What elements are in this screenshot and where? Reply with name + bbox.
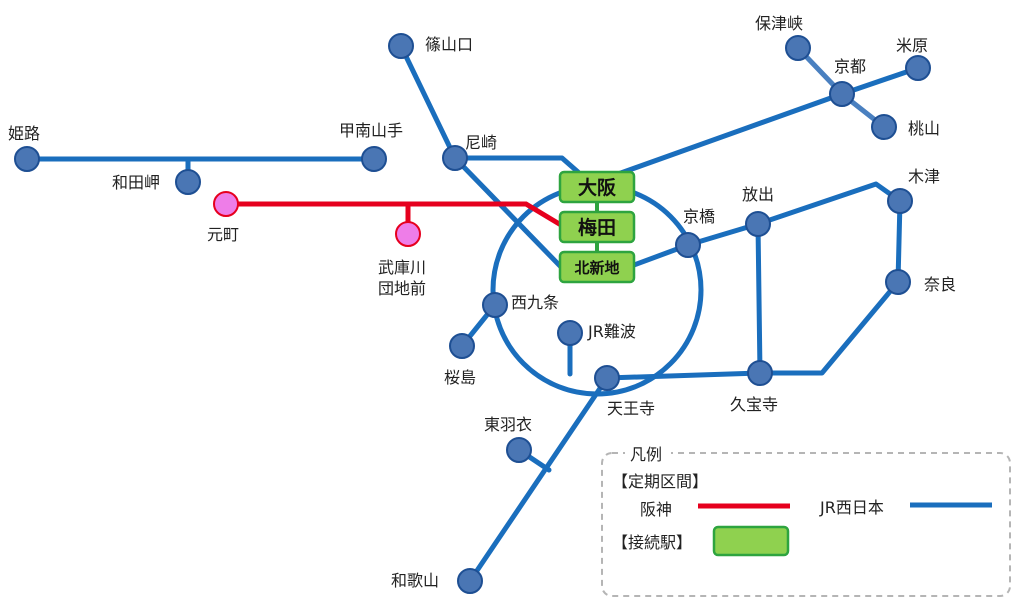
- station-sakurajima[interactable]: [449, 333, 475, 359]
- station-hanaten[interactable]: [745, 211, 771, 237]
- legend: 凡例 【定期区間】 阪神 JR西日本 【接続駅】: [601, 441, 1011, 597]
- label-tennoji: 天王寺: [607, 399, 655, 418]
- legend-frame: [601, 452, 1011, 597]
- legend-hanshin-label: 阪神: [640, 500, 672, 519]
- label-kizu: 木津: [908, 167, 940, 186]
- label-kyobashi: 京橋: [683, 207, 715, 226]
- line-hanaten-kizu: [755, 181, 903, 227]
- label-momoyama: 桃山: [908, 119, 940, 138]
- label-jrnamba: JR難波: [587, 322, 636, 341]
- label-nara: 奈良: [924, 275, 956, 294]
- hanshin-stations: [213, 191, 421, 247]
- line-osaka-kyoto: [615, 91, 845, 177]
- kitashinchi-transfer-box[interactable]: [558, 250, 636, 284]
- legend-transfer-sample: [712, 525, 790, 557]
- label-nishikujo: 西九条: [511, 293, 559, 312]
- station-higashihagoromo[interactable]: [506, 437, 532, 463]
- line-kizu-nara: [895, 198, 903, 285]
- line-amagasaki-osaka: [452, 155, 581, 175]
- label-mukogawa-2: 団地前: [378, 279, 426, 298]
- osaka-transfer-box[interactable]: [558, 170, 636, 204]
- station-amagasaki[interactable]: [442, 145, 468, 171]
- label-kyuhoji: 久宝寺: [730, 395, 778, 414]
- station-maibara[interactable]: [905, 55, 931, 81]
- station-nara[interactable]: [885, 269, 911, 295]
- station-mukogawa[interactable]: [395, 221, 421, 247]
- station-kyobashi[interactable]: [675, 232, 701, 258]
- jr-stations: [14, 33, 931, 594]
- station-hozukyo[interactable]: [785, 35, 811, 61]
- station-wakayama[interactable]: [457, 568, 483, 594]
- station-wadamisaki[interactable]: [175, 169, 201, 195]
- transfer-stations: 大阪 梅田 北新地: [558, 170, 636, 284]
- station-jrnamba[interactable]: [557, 320, 583, 346]
- label-konanyamate: 甲南山手: [339, 121, 403, 140]
- line-nara-kyuhoji: [757, 279, 901, 376]
- label-wakayama: 和歌山: [391, 571, 439, 590]
- line-tennoji-kyuhoji: [604, 370, 763, 381]
- station-kizu[interactable]: [887, 188, 913, 214]
- line-tennoji-wakayama: [467, 375, 610, 584]
- label-kyoto: 京都: [834, 57, 866, 76]
- station-tennoji[interactable]: [594, 365, 620, 391]
- station-sasayamaguchi[interactable]: [388, 33, 414, 59]
- legend-title-bg: [625, 441, 671, 465]
- line-sasayamaguchi-amagasaki: [398, 43, 458, 161]
- legend-section-transfer: 【接続駅】: [612, 533, 692, 552]
- legend-jr-west-label: JR西日本: [819, 498, 884, 517]
- label-hozukyo: 保津峡: [755, 14, 803, 33]
- station-nishikujo[interactable]: [482, 292, 508, 318]
- umeda-transfer-box[interactable]: [558, 210, 636, 244]
- label-hanaten: 放出: [742, 185, 774, 204]
- label-maibara: 米原: [896, 36, 928, 55]
- line-amagasaki-kitashinchi: [452, 155, 565, 271]
- station-kyuhoji[interactable]: [747, 360, 773, 386]
- label-wadamisaki: 和田岬: [112, 173, 160, 192]
- station-himeji[interactable]: [14, 146, 40, 172]
- label-sasayamaguchi: 篠山口: [425, 35, 473, 54]
- label-himeji: 姫路: [8, 124, 40, 143]
- legend-title: 凡例: [630, 445, 662, 464]
- station-motomachi[interactable]: [213, 191, 239, 217]
- label-motomachi: 元町: [207, 225, 239, 244]
- label-higashihagoromo: 東羽衣: [484, 415, 532, 434]
- label-amagasaki: 尼崎: [465, 133, 497, 152]
- station-labels: 姫路 和田岬 甲南山手 元町 武庫川 団地前 篠山口 尼崎 京橋 西九条 桜島 …: [8, 14, 956, 590]
- legend-section-commuter: 【定期区間】: [612, 472, 708, 491]
- line-kyoto-maibara: [839, 65, 921, 97]
- line-hanaten-kyuhoji: [755, 221, 763, 376]
- station-momoyama[interactable]: [871, 114, 897, 140]
- station-kyoto[interactable]: [829, 81, 855, 107]
- osaka-label: 大阪: [578, 176, 617, 199]
- station-konanyamate[interactable]: [361, 146, 387, 172]
- line-motomachi-umeda: [223, 201, 569, 231]
- kitashinchi-label: 北新地: [574, 259, 619, 277]
- label-mukogawa-1: 武庫川: [378, 258, 426, 277]
- label-sakurajima: 桜島: [444, 368, 476, 387]
- umeda-label: 梅田: [578, 216, 616, 239]
